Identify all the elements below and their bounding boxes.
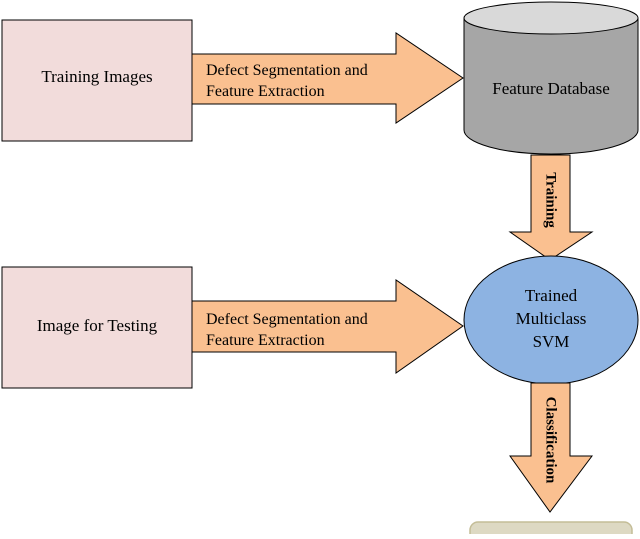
classification-arrow-shape <box>509 382 593 513</box>
training-images-box <box>1 19 193 142</box>
training-arrow-shape <box>508 154 594 261</box>
svm-label-line1: Trained <box>525 286 578 305</box>
output-node <box>469 521 633 539</box>
extract-training-label-line1: Defect Segmentation and <box>206 62 368 79</box>
feature-database-top <box>463 1 639 35</box>
svm-node: Trained Multiclass SVM <box>463 255 639 385</box>
extract-testing-arrow-shape <box>191 279 464 374</box>
extract-training-arrow-shape <box>191 32 464 124</box>
training-arrow: Training <box>508 154 594 261</box>
classification-label: Classification <box>543 397 559 484</box>
extract-training-label-line2: Feature Extraction <box>206 83 325 100</box>
image-for-testing-label: Image for Testing <box>37 316 158 335</box>
feature-database-node: Feature Database <box>463 1 639 155</box>
extract-testing-label-line1: Defect Segmentation and <box>206 311 368 328</box>
extract-training-arrow: Defect Segmentation and Feature Extracti… <box>191 32 464 124</box>
training-label: Training <box>543 172 559 228</box>
classification-arrow: Classification <box>509 382 593 513</box>
image-for-testing-box <box>1 266 193 389</box>
training-images-node: Training Images <box>1 19 193 142</box>
svm-label-line3: SVM <box>533 332 570 351</box>
training-images-label: Training Images <box>41 67 152 86</box>
extract-testing-label-line2: Feature Extraction <box>206 332 325 349</box>
image-for-testing-node: Image for Testing <box>1 266 193 389</box>
feature-database-label: Feature Database <box>492 79 610 98</box>
extract-testing-arrow: Defect Segmentation and Feature Extracti… <box>191 279 464 374</box>
svm-label-line2: Multiclass <box>516 309 587 328</box>
output-box <box>469 521 633 539</box>
feature-database-body <box>463 17 639 155</box>
